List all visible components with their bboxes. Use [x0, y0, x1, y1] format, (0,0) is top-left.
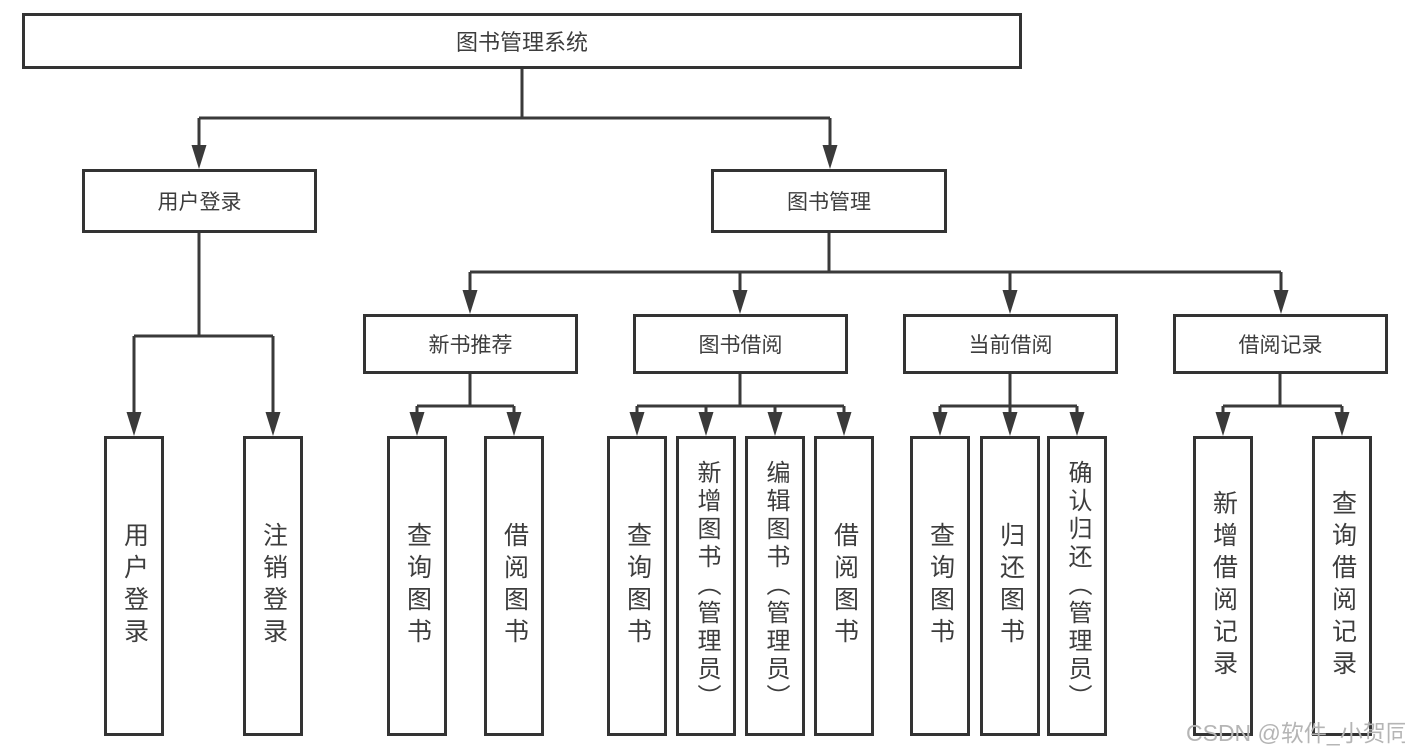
- arrowhead-icon: [1002, 412, 1018, 436]
- node-library-system: 图书管理系统: [22, 13, 1022, 69]
- arrowhead-icon: [822, 145, 838, 169]
- connector-newbook-to-leaves: [415, 374, 516, 414]
- node-label: 图书借阅: [698, 334, 783, 357]
- arrowhead-icon: [767, 412, 783, 436]
- leaf-label: 归还图书: [996, 522, 1025, 650]
- leaf-confirm-return-admin: 确认归还（管理员）: [1047, 436, 1107, 736]
- arrowhead-icon: [191, 145, 207, 169]
- arrowhead-icon: [698, 412, 714, 436]
- node-label: 当前借阅: [968, 334, 1053, 357]
- node-label: 借阅记录: [1238, 334, 1323, 357]
- leaf-add-borrow-record: 新增借阅记录: [1193, 436, 1253, 736]
- arrowhead-icon: [1002, 290, 1018, 314]
- leaf-label: 确认归还（管理员）: [1064, 460, 1091, 712]
- leaf-label: 用户登录: [120, 522, 149, 650]
- leaf-query-books-current: 查询图书: [910, 436, 970, 736]
- leaf-borrow-books: 借阅图书: [814, 436, 874, 736]
- node-label: 用户登录: [157, 191, 242, 214]
- leaf-label: 查询借阅记录: [1328, 490, 1357, 682]
- leaf-label: 编辑图书（管理员）: [762, 460, 789, 712]
- leaf-label: 注销登录: [259, 522, 288, 650]
- node-book-management: 图书管理: [711, 169, 947, 233]
- node-label: 新书推荐: [428, 334, 513, 357]
- connector-bookborrow-to-leaves: [635, 374, 846, 414]
- arrowhead-icon: [1334, 412, 1350, 436]
- node-label: 图书管理: [787, 191, 871, 214]
- arrowhead-icon: [265, 412, 281, 436]
- csdn-watermark: CSDN @软件_小贺同学: [1186, 720, 1405, 746]
- leaf-query-books-borrow: 查询图书: [607, 436, 667, 736]
- connector-root-to-level2: [197, 69, 832, 147]
- node-current-borrow: 当前借阅: [903, 314, 1118, 374]
- arrowhead-icon: [1215, 412, 1231, 436]
- leaf-user-login: 用户登录: [104, 436, 164, 736]
- connector-bookmgmt-to-level3: [468, 233, 1283, 292]
- node-user-login: 用户登录: [82, 169, 317, 233]
- leaf-add-book-admin: 新增图书（管理员）: [676, 436, 736, 736]
- leaf-label: 查询图书: [623, 522, 652, 650]
- node-borrow-records: 借阅记录: [1173, 314, 1388, 374]
- leaf-label: 查询图书: [926, 522, 955, 650]
- leaf-label: 新增借阅记录: [1209, 490, 1238, 682]
- node-book-borrow: 图书借阅: [633, 314, 848, 374]
- leaf-return-book: 归还图书: [980, 436, 1040, 736]
- arrowheads: [126, 145, 1350, 436]
- leaf-query-books-recommend: 查询图书: [387, 436, 447, 736]
- arrowhead-icon: [506, 412, 522, 436]
- leaf-logout: 注销登录: [243, 436, 303, 736]
- arrowhead-icon: [1273, 290, 1289, 314]
- leaf-label: 查询图书: [403, 522, 432, 650]
- connector-userlogin-to-leaves: [132, 233, 275, 414]
- arrowhead-icon: [836, 412, 852, 436]
- connector-borrowrecord-to-leaves: [1221, 374, 1344, 414]
- arrowhead-icon: [1069, 412, 1085, 436]
- node-new-book-recommend: 新书推荐: [363, 314, 578, 374]
- node-label: 图书管理系统: [455, 30, 588, 55]
- arrowhead-icon: [409, 412, 425, 436]
- leaf-borrow-books-recommend: 借阅图书: [484, 436, 544, 736]
- connector-currentborrow-to-leaves: [938, 374, 1079, 414]
- arrowhead-icon: [126, 412, 142, 436]
- arrowhead-icon: [462, 290, 478, 314]
- arrowhead-icon: [629, 412, 645, 436]
- leaf-edit-book-admin: 编辑图书（管理员）: [745, 436, 805, 736]
- leaf-label: 借阅图书: [830, 522, 859, 650]
- arrowhead-icon: [732, 290, 748, 314]
- leaf-label: 借阅图书: [500, 522, 529, 650]
- arrowhead-icon: [932, 412, 948, 436]
- leaf-label: 新增图书（管理员）: [693, 460, 720, 712]
- leaf-query-borrow-record: 查询借阅记录: [1312, 436, 1372, 736]
